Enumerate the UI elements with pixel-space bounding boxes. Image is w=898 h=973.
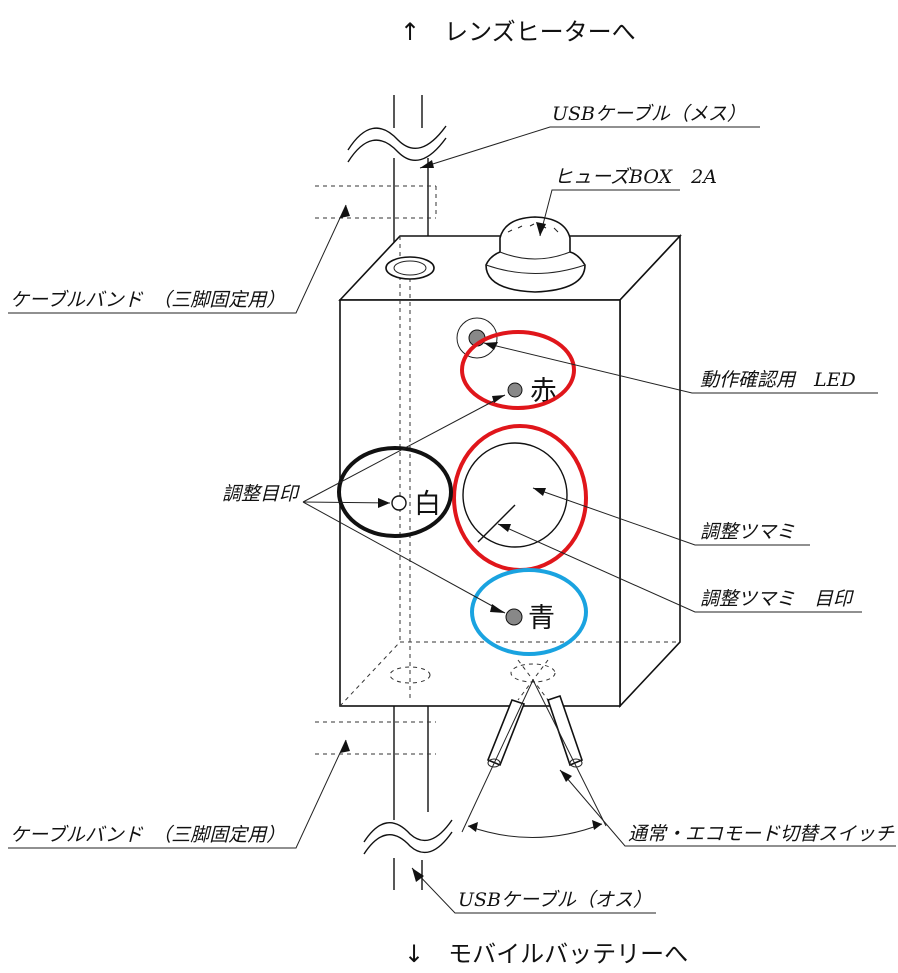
label-usb-male: USBケーブル（オス） xyxy=(458,889,652,911)
white-mark-label: 白 xyxy=(414,489,441,520)
blue-highlight xyxy=(470,568,588,656)
mode-switch xyxy=(389,659,607,838)
blue-mark-label: 青 xyxy=(528,603,555,634)
label-adjust-knob-mark: 調整ツマミ 目印 xyxy=(700,588,855,610)
red-mark-dot xyxy=(507,382,523,398)
direction-bottom-label: ↓ モバイルバッテリーへ xyxy=(404,940,688,968)
fuse-box xyxy=(485,216,586,293)
cable-band-bottom xyxy=(315,721,436,755)
label-fuse-box: ヒューズBOX 2A xyxy=(554,166,717,188)
label-led: 動作確認用 LED xyxy=(700,369,856,391)
red-highlight-top xyxy=(460,330,576,410)
usb-cable-bottom xyxy=(363,706,453,890)
leader-lines xyxy=(8,126,896,914)
label-adjust-knob: 調整ツマミ xyxy=(700,521,795,543)
black-highlight-white xyxy=(337,446,453,538)
label-adjust-marks: 調整目印 xyxy=(222,483,301,505)
white-mark-group: 白 xyxy=(391,489,441,520)
label-usb-female: USBケーブル（メス） xyxy=(552,103,746,125)
blue-mark-dot xyxy=(505,608,523,626)
label-mode-switch: 通常・エコモード切替スイッチ xyxy=(628,823,895,845)
adjust-knob xyxy=(462,442,568,548)
blue-mark-group: 青 xyxy=(505,603,555,634)
white-mark-dot xyxy=(391,495,407,511)
label-cable-band-top: ケーブルバンド （三脚固定用） xyxy=(10,289,285,311)
controller-box xyxy=(338,233,682,709)
cable-band-top xyxy=(315,185,437,219)
arrowheads xyxy=(340,160,572,882)
direction-top-label: ↑ レンズヒーターへ xyxy=(400,18,636,46)
label-cable-band-bottom: ケーブルバンド （三脚固定用） xyxy=(10,824,285,846)
